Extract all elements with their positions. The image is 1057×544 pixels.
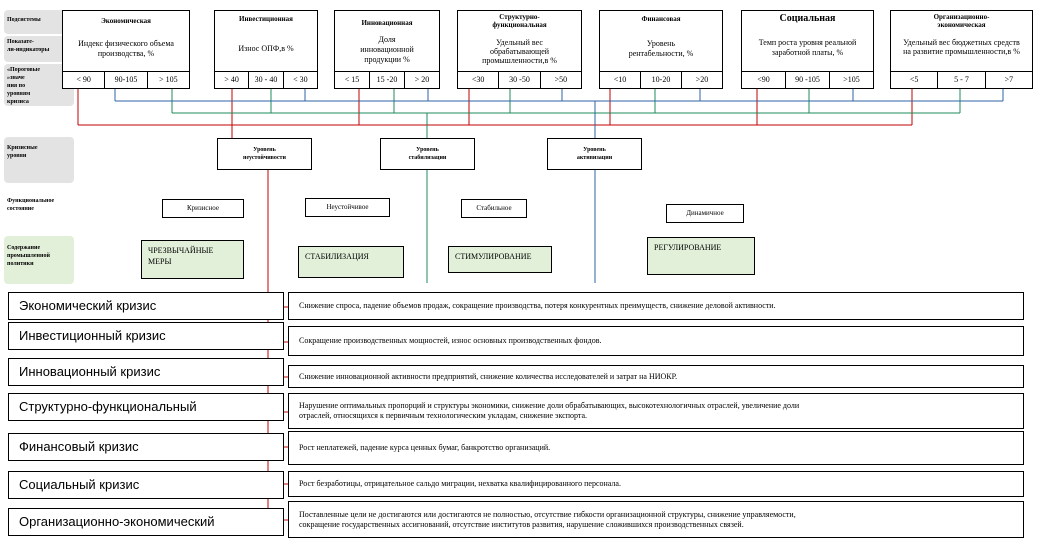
threshold-cell: 15 -20 <box>369 72 404 88</box>
subsystem-indicator: Доля инновационной продукции % <box>360 35 414 64</box>
threshold-cell: >20 <box>681 72 722 88</box>
threshold-cell: > 40 <box>224 75 239 84</box>
state-stable: Стабильное <box>461 199 527 218</box>
threshold-cell: 90 -105 <box>785 72 829 88</box>
crisis-innovation: Инновационный кризис <box>8 358 284 386</box>
crisis-economic: Экономический кризис <box>8 292 284 320</box>
subsystem-innovation: Инновационная Доля инновационной продукц… <box>334 10 440 89</box>
subsystem-structural: Структурно-функциональная Удельный вес о… <box>457 10 582 89</box>
threshold-row: <5 5 - 7>7 <box>891 71 1032 88</box>
threshold-cell: <10 <box>613 75 627 84</box>
subsystem-title: Экономическая <box>101 17 151 25</box>
threshold-cell: >7 <box>984 72 1032 88</box>
crisis-investment-description: Сокращение производственных мощностей, и… <box>288 326 1024 356</box>
subsystem-investment: Инвестиционная Износ ОПФ,в % > 40 30 - 40… <box>214 10 318 89</box>
threshold-cell: > 20 <box>404 72 439 88</box>
subsystem-indicator: Уровень рентабельности, % <box>628 39 694 58</box>
crisis-innovation-description: Снижение инновационной активности предпр… <box>288 365 1024 388</box>
crisis-investment: Инвестиционный кризис <box>8 322 284 350</box>
subsystem-title: Инновационная <box>361 19 413 27</box>
state-crisis: Кризисное <box>162 199 244 218</box>
threshold-cell: 10-20 <box>640 72 681 88</box>
threshold-row: <90 90 -105>105 <box>742 71 873 88</box>
subsystem-title: Организационно-экономическая <box>933 13 990 29</box>
crisis-social: Социальный кризис <box>8 471 284 499</box>
threshold-cell: >50 <box>539 72 581 88</box>
subsystem-indicator: Индекс физического объема производства, … <box>78 39 174 58</box>
threshold-cell: < 90 <box>76 75 91 84</box>
threshold-row: < 90 90-105> 105 <box>63 71 189 88</box>
policy-stabilization: СТАБИЛИЗАЦИЯ <box>298 246 404 278</box>
threshold-row: > 40 30 - 40< 30 <box>215 71 317 88</box>
subsystem-indicator: Удельный вес обрабатывающей промышленнос… <box>482 38 557 65</box>
subsystem-indicator: Износ ОПФ,в % <box>238 44 294 53</box>
subsystem-indicator: Удельный вес бюджетных средств на развит… <box>903 38 1020 56</box>
threshold-cell: > 105 <box>146 72 189 88</box>
threshold-row: <30 30 -50>50 <box>458 71 581 88</box>
subsystem-economic: Экономическая Индекс физического объема … <box>62 10 190 89</box>
threshold-row: <10 10-20>20 <box>600 71 722 88</box>
policy-regulation: РЕГУЛИРОВАНИЕ <box>647 237 755 275</box>
subsystem-title: Инвестиционная <box>239 15 293 23</box>
subsystem-title: Структурно-функциональная <box>492 13 547 29</box>
subsystem-title: Социальная <box>779 13 836 24</box>
policy-stimulation: СТИМУЛИРОВАНИЕ <box>448 246 552 273</box>
state-dynamic: Динамичное <box>666 204 744 223</box>
subsystem-title: Финансовая <box>641 15 681 23</box>
crisis-economic-description: Снижение спроса, падение объемов продаж,… <box>288 292 1024 320</box>
state-unstable: Неустойчивое <box>305 198 390 217</box>
crisis-financial-description: Рост неплатежей, падение курса ценных бу… <box>288 431 1024 465</box>
subsystem-financial: Финансовая Уровень рентабельности, % <10… <box>599 10 723 89</box>
crisis-financial: Финансовый кризис <box>8 433 284 461</box>
threshold-row: < 15 15 -20> 20 <box>335 71 439 88</box>
threshold-cell: 30 - 40 <box>248 72 282 88</box>
threshold-cell: 30 -50 <box>498 72 539 88</box>
threshold-cell: >105 <box>829 72 873 88</box>
threshold-cell: 90-105 <box>104 72 146 88</box>
threshold-cell: < 15 <box>344 75 360 84</box>
crisis-organizational-description: Поставленные цели не достигаются или дос… <box>288 501 1024 538</box>
crisis-organizational: Организационно-экономический <box>8 508 284 536</box>
threshold-cell: <90 <box>757 75 770 84</box>
threshold-cell: <30 <box>471 75 485 84</box>
subsystem-indicator: Темп роста уровня реальной заработной пл… <box>758 38 857 57</box>
threshold-cell: 5 - 7 <box>937 72 984 88</box>
subsystem-social: Социальная Темп роста уровня реальной за… <box>741 10 874 89</box>
crisis-structural: Структурно-функциональный <box>8 393 284 421</box>
threshold-cell: < 30 <box>282 72 317 88</box>
threshold-cell: <5 <box>909 75 919 84</box>
crisis-structural-description: Нарушение оптимальных пропорций и структ… <box>288 393 1024 429</box>
crisis-social-description: Рост безработицы, отрицательное сальдо м… <box>288 471 1024 497</box>
subsystem-organizational: Организационно-экономическая Удельный ве… <box>890 10 1033 89</box>
